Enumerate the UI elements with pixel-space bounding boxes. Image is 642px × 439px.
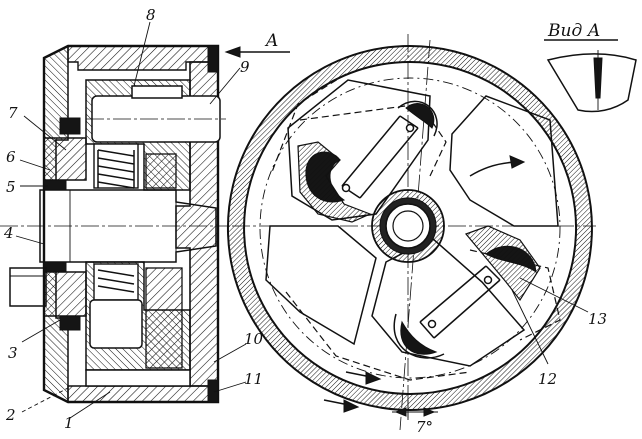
gasket-right-top <box>207 45 219 73</box>
front-view: 7° 13 12 <box>227 34 607 436</box>
hub-upper <box>43 137 87 181</box>
callout-7: 7 <box>8 104 18 122</box>
spring-upper <box>93 143 139 189</box>
piston-upper <box>341 115 419 199</box>
callout-3: 3 <box>8 344 18 362</box>
cam-shoe-top <box>405 103 435 129</box>
callout-11: 11 <box>244 370 263 388</box>
seal-upper <box>59 117 81 135</box>
view-label: Вид А <box>547 21 601 41</box>
arrow-label: A <box>264 31 278 51</box>
bearing-ring-lower <box>43 261 67 273</box>
spring-lower <box>93 263 139 301</box>
callout-6: 6 <box>6 148 16 166</box>
callout-9: 9 <box>240 58 250 76</box>
callout-8: 8 <box>146 6 156 24</box>
housing-bottom-wall <box>67 385 219 403</box>
section-view: A 8 9 7 6 5 4 3 2 1 10 11 <box>0 6 290 432</box>
piston-lower <box>419 265 501 339</box>
rotation-arrow-right <box>469 155 526 177</box>
view-a-sector <box>546 53 637 113</box>
callout-10: 10 <box>244 330 264 348</box>
callout-4: 4 <box>3 224 14 242</box>
angle-label: 7° <box>416 418 433 436</box>
roller-upper <box>131 85 183 99</box>
block-lower-inner <box>145 267 183 369</box>
callout-1: 1 <box>64 414 74 432</box>
cam-shoe-right-hatch <box>464 225 541 302</box>
hub-lower <box>43 271 87 317</box>
rotor-blade-left <box>265 225 377 346</box>
seal-lower <box>59 315 81 331</box>
cam-shoe-bottom <box>400 320 438 355</box>
callout-13: 13 <box>588 310 607 328</box>
cam-shoe-upper-hatch <box>297 141 372 223</box>
callout-2: 2 <box>5 406 16 424</box>
rotation-arrow-bottom <box>323 371 382 413</box>
callout-5: 5 <box>6 178 16 196</box>
rotor-blade-lower <box>371 237 526 367</box>
view-arrow: A <box>224 31 290 58</box>
block-upper-inner <box>145 153 177 189</box>
leaders-left <box>15 21 247 419</box>
callout-12: 12 <box>538 370 557 388</box>
rotor-blade-right <box>449 95 559 227</box>
view-a-detail: Вид А <box>544 21 637 113</box>
cover-plate <box>175 61 219 387</box>
ring-lower <box>85 369 191 387</box>
rotor-blade-upper <box>287 79 431 221</box>
angle-indicator: 7° <box>392 400 438 436</box>
shaft-stub <box>9 267 47 307</box>
piston-lower <box>89 299 143 349</box>
leaders-right <box>511 277 589 365</box>
bearing-ring-upper <box>43 179 67 191</box>
central-bearing <box>371 189 445 263</box>
